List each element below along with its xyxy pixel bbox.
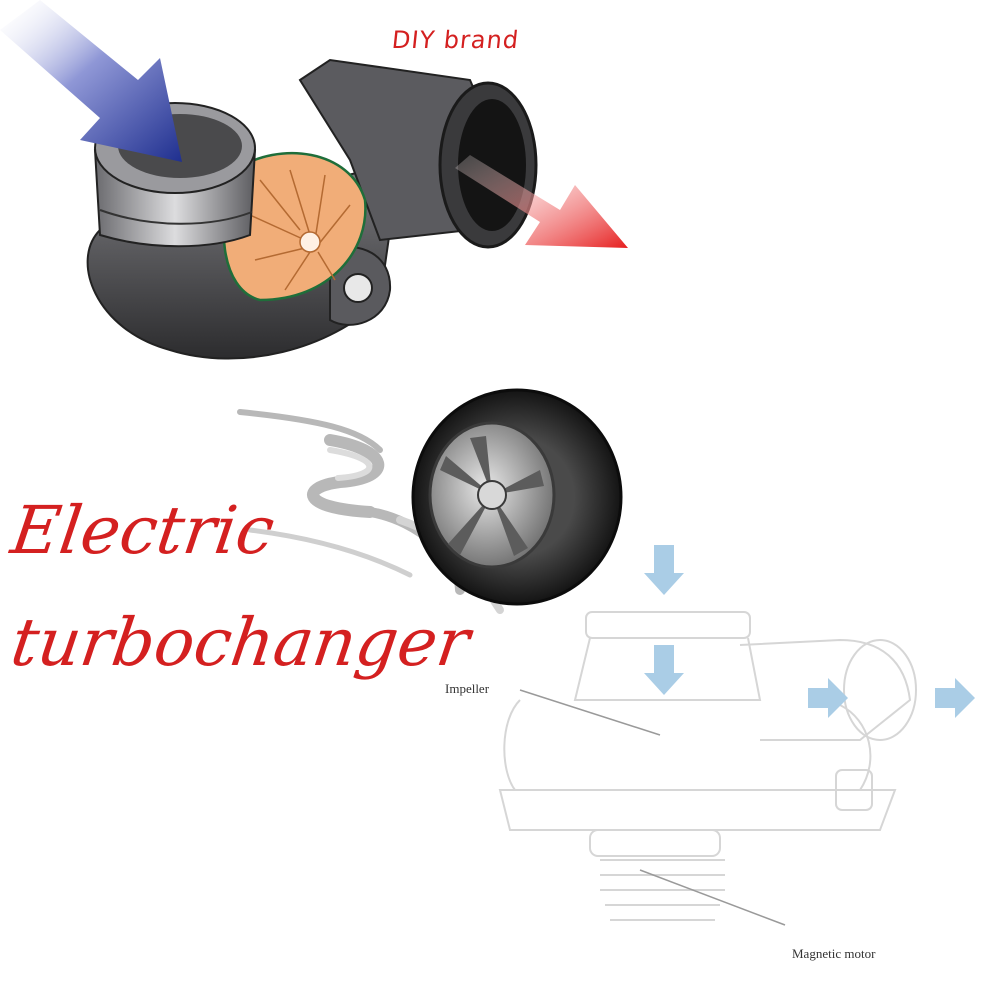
- impeller-label: Impeller: [445, 681, 490, 696]
- headline-line-1: Electric: [6, 492, 279, 569]
- brand-label: DIY brand: [390, 26, 521, 54]
- headline-line-2: turbochanger: [6, 604, 475, 681]
- magnetic-motor-label: Magnetic motor: [792, 946, 876, 961]
- turbo-line-drawing-icon: [498, 611, 917, 921]
- car-wheel-icon: [411, 388, 623, 606]
